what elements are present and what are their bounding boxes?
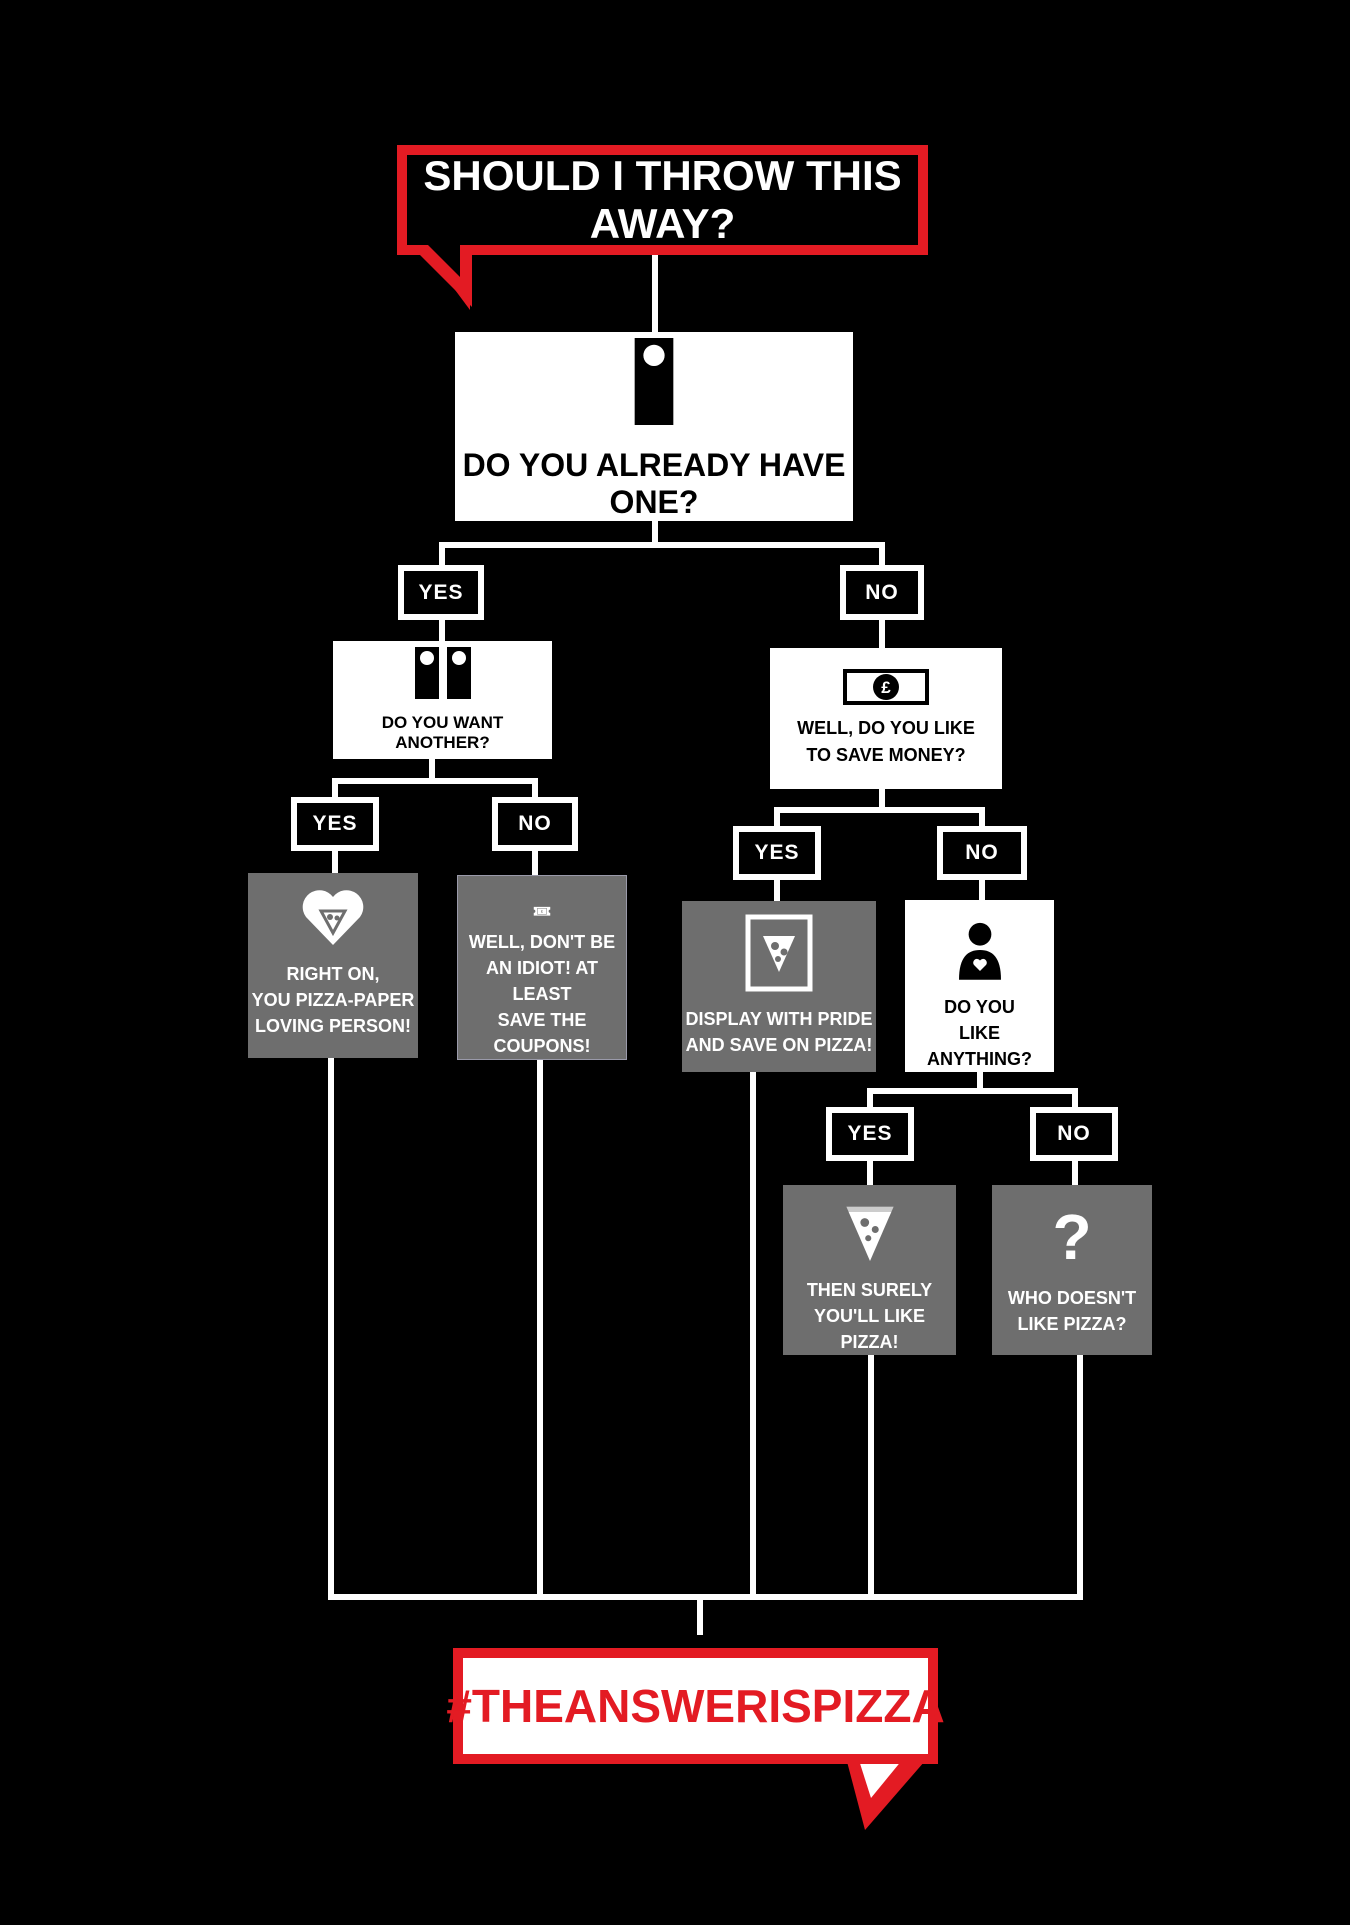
answer-save-coupons-line3: SAVE THE COUPONS! [493, 1009, 591, 1056]
svg-text:£: £ [881, 678, 891, 697]
question-like-anything-line2: LIKE ANYTHING? [927, 1022, 1032, 1069]
answer-bubble-tail [845, 1754, 931, 1830]
question-save-money-line1: WELL, DO YOU LIKE [797, 718, 975, 739]
question-have-one: DO YOU ALREADY HAVE ONE? [455, 332, 853, 521]
q4-no-label: NO [1030, 1107, 1118, 1161]
q2-no-label: NO [492, 797, 578, 851]
svg-text:£: £ [541, 910, 543, 914]
answer-like-pizza-line1: THEN SURELY [806, 1279, 933, 1300]
heart-pizza-icon [302, 890, 364, 945]
answer-save-coupons-line1: WELL, DON'T BE [468, 931, 616, 952]
person-with-heart-icon [958, 922, 1001, 980]
title-bubble: SHOULD I THROW THIS AWAY? [397, 145, 928, 255]
question-mark-icon: ? [1052, 1201, 1092, 1273]
q1-no-label: NO [840, 565, 924, 620]
answer-display-with-pride-line2: AND SAVE ON PIZZA! [685, 1035, 873, 1056]
title-question: SHOULD I THROW THIS AWAY? [423, 152, 902, 247]
answer-bubble: #THEANSWERISPIZZA [446, 1648, 945, 1764]
answer-bubble-bottom-edge [463, 1754, 928, 1764]
question-have-one-text: DO YOU ALREADY HAVE ONE? [462, 447, 846, 520]
answer-who-doesnt-like-pizza: ? WHO DOESN'T LIKE PIZZA? [992, 1185, 1152, 1355]
answer-save-coupons: £ WELL, DON'T BE AN IDIOT! AT LEAST SAVE… [457, 875, 627, 1060]
answer-save-coupons-line2: AN IDIOT! AT LEAST [486, 957, 598, 1004]
q3-yes-label: YES [733, 826, 821, 880]
question-want-another-text: DO YOU WANT ANOTHER? [381, 713, 504, 752]
answer-hashtag: #THEANSWERISPIZZA [446, 1680, 945, 1732]
answer-who-doesnt-like-pizza-line2: LIKE PIZZA? [1017, 1314, 1127, 1335]
answer-pizza-paper-lover-line3: LOVING PERSON! [254, 1016, 411, 1037]
q3-no-label: NO [937, 826, 1027, 880]
q4-yes-label: YES [826, 1107, 914, 1161]
question-want-another: DO YOU WANT ANOTHER? [333, 641, 552, 759]
answer-who-doesnt-like-pizza-line1: WHO DOESN'T [1007, 1288, 1137, 1308]
question-save-money: £ WELL, DO YOU LIKE TO SAVE MONEY? [770, 648, 1002, 789]
framed-pizza-icon [745, 914, 813, 992]
answer-like-pizza-line2: YOU'LL LIKE PIZZA! [814, 1305, 925, 1352]
door-hanger-icon [634, 338, 674, 425]
answer-pizza-paper-lover-line1: RIGHT ON, [286, 964, 380, 984]
coupon-ticket-icon: £ [533, 906, 551, 916]
title-tail-outline [410, 245, 472, 307]
answer-display-with-pride-line1: DISPLAY WITH PRIDE [685, 1009, 873, 1029]
answer-display-with-pride: DISPLAY WITH PRIDE AND SAVE ON PIZZA! [682, 901, 876, 1072]
pound-banknote-icon: £ [843, 669, 929, 706]
pizza-slice-icon [845, 1206, 894, 1261]
answer-pizza-paper-lover-line2: YOU PIZZA-PAPER [251, 990, 415, 1011]
question-like-anything: DO YOU LIKE ANYTHING? [905, 900, 1054, 1072]
question-like-anything-line1: DO YOU [944, 996, 1015, 1017]
two-door-hangers-icon [414, 647, 471, 699]
answer-like-pizza: THEN SURELY YOU'LL LIKE PIZZA! [783, 1185, 956, 1355]
q1-yes-label: YES [398, 565, 484, 620]
answer-pizza-paper-lover: RIGHT ON, YOU PIZZA-PAPER LOVING PERSON! [248, 873, 418, 1058]
q2-yes-label: YES [291, 797, 379, 851]
question-save-money-line2: TO SAVE MONEY? [806, 744, 966, 765]
